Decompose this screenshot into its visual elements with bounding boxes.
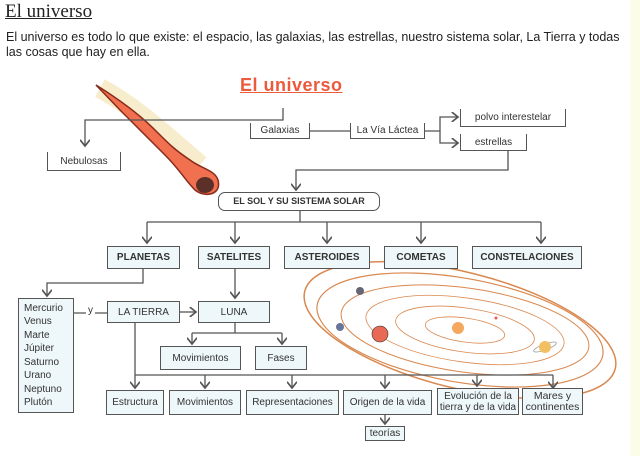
connector-y-label: y xyxy=(86,305,95,316)
node-planetas: PLANETAS xyxy=(107,246,180,269)
node-luna-movimientos: Movimientos xyxy=(160,346,241,370)
node-tierra-movimientos: Movimientos xyxy=(169,390,241,415)
page-title: El universo xyxy=(5,1,93,22)
intro-text: El universo es todo lo que existe: el es… xyxy=(6,30,620,59)
node-representaciones: Representaciones xyxy=(246,390,339,415)
node-mares-continentes: Mares y continentes xyxy=(522,388,583,415)
comet-illustration xyxy=(95,79,220,196)
planet-item: Urano xyxy=(24,370,52,381)
node-origen-vida: Origen de la vida xyxy=(343,390,432,415)
node-nebulosas: Nebulosas xyxy=(47,152,121,171)
solar-system-illustration xyxy=(303,260,617,400)
node-satelites: SATELITES xyxy=(198,246,270,269)
node-galaxias: Galaxias xyxy=(250,123,310,139)
node-sol-sistema-solar: EL SOL Y SU SISTEMA SOLAR xyxy=(218,192,380,211)
node-teorias: teorías xyxy=(365,426,405,441)
page-edge xyxy=(630,0,640,456)
node-via-lactea: La Vía Láctea xyxy=(350,123,425,139)
node-la-tierra: LA TIERRA xyxy=(107,301,180,323)
planet-item: Neptuno xyxy=(24,383,62,395)
node-asteroides: ASTEROIDES xyxy=(284,246,370,269)
planet-list: Mercurio Venus Marte Júpiter Saturno Ura… xyxy=(18,298,74,413)
planet-item: Mercurio xyxy=(24,302,63,314)
node-polvo-interestelar: polvo interestelar xyxy=(460,109,566,127)
node-estructura: Estructura xyxy=(106,390,164,415)
node-constelaciones: CONSTELACIONES xyxy=(472,246,582,269)
node-cometas: COMETAS xyxy=(384,246,458,269)
planet-item: Júpiter xyxy=(24,343,55,354)
diagram-title: El universo xyxy=(240,75,343,95)
node-estrellas: estrellas xyxy=(460,134,527,151)
node-evolucion: Evolución de la tierra y de la vida xyxy=(437,388,519,415)
planet-item: Saturno xyxy=(24,356,60,368)
planet-item: Venus xyxy=(24,316,52,327)
planet-item: Plutón xyxy=(24,397,53,408)
planet-item: Marte xyxy=(24,329,50,341)
node-fases: Fases xyxy=(255,346,307,370)
node-luna: LUNA xyxy=(198,301,270,323)
